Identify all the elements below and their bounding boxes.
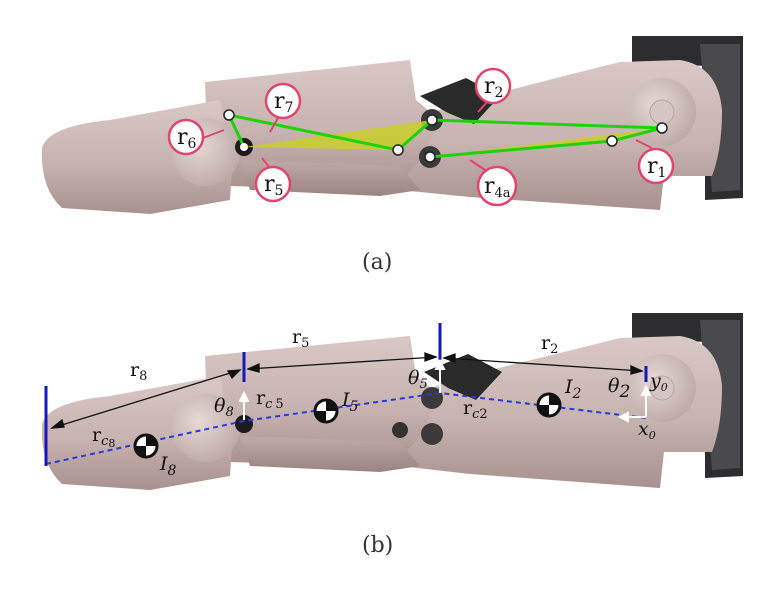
label-theta5: θ5 bbox=[408, 367, 428, 392]
label-rc2: rc2 bbox=[463, 397, 488, 422]
svg-text:r7: r7 bbox=[274, 89, 293, 116]
svg-text:r4a: r4a bbox=[484, 174, 511, 201]
label-r8: r8 bbox=[130, 359, 147, 384]
label-rc8: rc8 bbox=[92, 424, 115, 450]
caption-b: (b) bbox=[362, 533, 393, 558]
label-r5: r5 bbox=[292, 326, 309, 351]
callout-r6: r6 bbox=[167, 118, 205, 156]
svg-text:r5: r5 bbox=[264, 172, 283, 199]
label-y0: y0 bbox=[649, 370, 668, 394]
svg-text:r6: r6 bbox=[177, 125, 197, 152]
callout-r1: r1 bbox=[637, 147, 675, 185]
distal-joint-disc-b bbox=[172, 394, 240, 462]
green-linkage bbox=[227, 113, 663, 159]
middle-link bbox=[205, 60, 440, 190]
proximal-joint-center bbox=[649, 99, 675, 125]
dark-hatch-piece-b bbox=[424, 354, 502, 400]
proximal-joint-center-b bbox=[649, 375, 675, 401]
panel-a: r7 r6 r5 r2 r4a r1 (a) bbox=[41, 36, 743, 275]
label-theta8: θ8 bbox=[214, 395, 234, 420]
callout-r7: r7 bbox=[264, 82, 302, 120]
com-marker-5 bbox=[313, 398, 339, 424]
callout-r2: r2 bbox=[474, 67, 512, 105]
label-I2: I2 bbox=[564, 376, 582, 402]
label-I5: I5 bbox=[341, 389, 359, 415]
com-marker-2 bbox=[536, 392, 562, 418]
com-marker-8 bbox=[133, 433, 159, 459]
axis-arrows bbox=[238, 358, 652, 423]
joint-markers bbox=[223, 109, 668, 163]
callouts: r7 r6 r5 r2 r4a r1 bbox=[167, 67, 675, 207]
middle-pin-bottom-b bbox=[421, 423, 443, 445]
caption-a: (a) bbox=[362, 250, 392, 275]
svg-text:r2: r2 bbox=[484, 74, 503, 101]
dimension-arrows bbox=[49, 352, 644, 429]
callout-r4a: r4a bbox=[476, 165, 518, 207]
label-x0: x0 bbox=[638, 418, 656, 442]
label-I8: I8 bbox=[159, 453, 177, 479]
lower-pin-b bbox=[392, 422, 408, 438]
yellow-triangle-left bbox=[244, 120, 432, 150]
distal-pin-center bbox=[240, 143, 248, 151]
yellow-triangle-right bbox=[430, 128, 662, 157]
svg-text:r1: r1 bbox=[647, 154, 666, 181]
label-theta2: θ2 bbox=[608, 375, 630, 402]
callout-r5: r5 bbox=[254, 165, 292, 203]
label-r2: r2 bbox=[541, 332, 558, 357]
middle-link-lower-b bbox=[240, 436, 420, 472]
frame-markers bbox=[44, 323, 648, 466]
